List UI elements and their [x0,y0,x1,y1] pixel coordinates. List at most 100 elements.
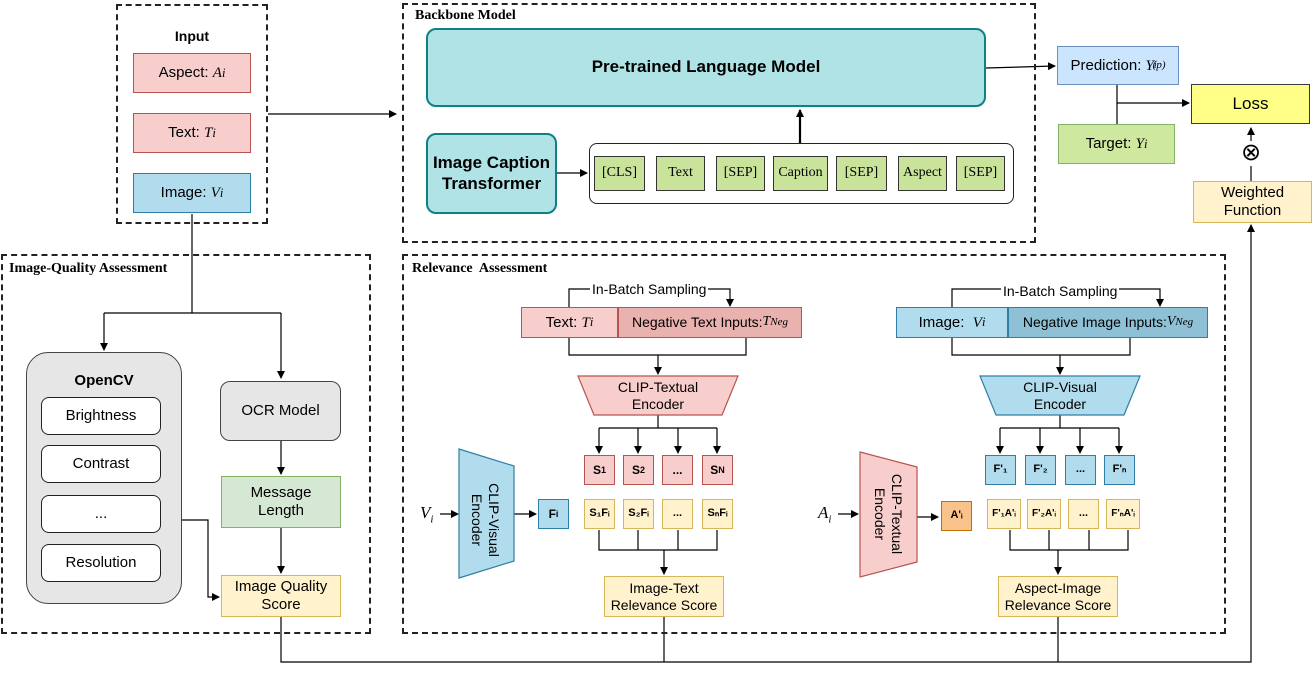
itr-line1: Image-Text [629,579,699,596]
itr-line2: Relevance Score [610,596,718,613]
weighted-line2: Function [1223,202,1282,219]
product-ellipsis: ... [662,499,693,529]
opencv-ellipsis: ... [41,495,161,533]
clip-visual-encoder-right-shape [979,375,1141,416]
left-text-var: T [581,314,590,331]
message-line2: Length [258,502,304,519]
product-f1ai: F'₁A'ᵢ [987,499,1021,529]
left-text-sub: i [589,315,594,329]
score-ellipsis: ... [662,455,693,485]
right-neg-var: V [1166,314,1176,330]
image-label: Image: [160,184,207,201]
right-ai-input: Ai [818,503,831,525]
target-label: Target: [1085,135,1132,152]
ict-line2: Transformer [441,173,542,193]
iqa-section [1,254,371,634]
left-clip-visual-encoder-label: CLIP-Visual Encoder [468,464,502,576]
feature-f1: F'₁ [985,455,1016,485]
air-line2: Relevance Score [1004,596,1112,613]
text-label: Text: [168,124,200,141]
score-ellipsis-text: ... [672,462,683,477]
clip-visual-encoder-left-shape [458,448,515,579]
token-sep-1: [SEP] [716,156,765,191]
iq-score-line2: Score [261,596,301,613]
prediction-sub: i [1153,59,1157,71]
aspect-image-relevance-score: Aspect-Image Relevance Score [998,576,1118,617]
target-var: Y [1135,136,1144,152]
relevance-title: Relevance Assessment [412,261,548,276]
product-ellipsis-right: ... [1068,499,1099,529]
feature-f2: F'₂ [1025,455,1056,485]
opencv-title: OpenCV [74,372,134,389]
token-text: Text [656,156,705,191]
ict-line1: Image Caption [432,153,551,173]
product-s1fi: S₁Fᵢ [584,499,615,529]
score-sn-sub: N [718,464,725,475]
feature-ellipsis: ... [1065,455,1096,485]
right-ai-var: A [818,503,829,522]
product-f2ai: F'₂A'ᵢ [1027,499,1061,529]
right-clip-visual-encoder-label: CLIP-Visual Encoder [980,379,1140,413]
plm-box: Pre-trained Language Model [426,28,986,107]
product-snfi: SₙFᵢ [702,499,733,529]
message-length-box: Message Length [221,476,341,528]
opencv-contrast: Contrast [41,445,161,483]
right-image-var: V [972,314,982,331]
token-cls: [CLS] [594,156,645,191]
right-clip-textual-encoder-label: CLIP-Textual Encoder [871,458,905,570]
aspect-label: Aspect: [158,64,209,81]
token-caption: Caption [773,156,828,191]
left-cve-line2: Encoder [469,493,485,547]
ocr-model-box: OCR Model [220,381,341,441]
image-var: V [210,185,220,201]
left-cve-line1: CLIP-Visual [486,483,502,557]
input-title: Input [174,28,210,44]
input-section [116,4,268,224]
text-var: T [204,125,213,141]
loss-box: Loss [1191,84,1310,124]
token-sep-2: [SEP] [836,156,887,191]
right-ai-sub: i [828,513,832,526]
text-sub: i [212,125,216,140]
air-line1: Aspect-Image [1014,579,1102,596]
plm-label: Pre-trained Language Model [591,57,821,77]
right-neg-sup: Neg [1175,315,1194,328]
ict-box: Image Caption Transformer [426,133,557,214]
left-vi-input: Vi [420,503,433,525]
left-cte-line1: CLIP-Textual [617,379,699,395]
backbone-section [402,3,1036,243]
clip-textual-encoder-left-shape [577,375,739,416]
right-cte-line2: Encoder [872,487,888,541]
message-line1: Message [250,484,312,501]
iqa-title: Image-Quality Assessment [9,261,168,276]
left-vi-var: V [420,503,431,522]
feature-fi-sub: i [555,508,559,519]
weighted-function-box: Weighted Function [1193,181,1312,223]
right-cte-line1: CLIP-Textual [889,473,905,555]
left-in-batch-sampling: In-Batch Sampling [590,281,709,297]
weighted-line1: Weighted [1220,184,1285,201]
left-neg-sup: Neg [770,315,788,328]
right-image-sub: i [981,315,986,329]
token-aspect: Aspect [898,156,947,191]
opencv-brightness: Brightness [41,397,161,435]
left-text-label: Text: [545,313,578,331]
feature-fn: F'ₙ [1104,455,1135,485]
loss-label: Loss [1232,93,1269,113]
right-cve-line1: CLIP-Visual [1023,379,1097,395]
product-s2fi: S₂Fᵢ [623,499,654,529]
aspect-sub: i [221,65,226,80]
image-sub: i [219,185,224,200]
left-neg-var: T [762,314,771,330]
score-sn-text: S [710,462,719,477]
left-cte-line2: Encoder [631,396,685,412]
